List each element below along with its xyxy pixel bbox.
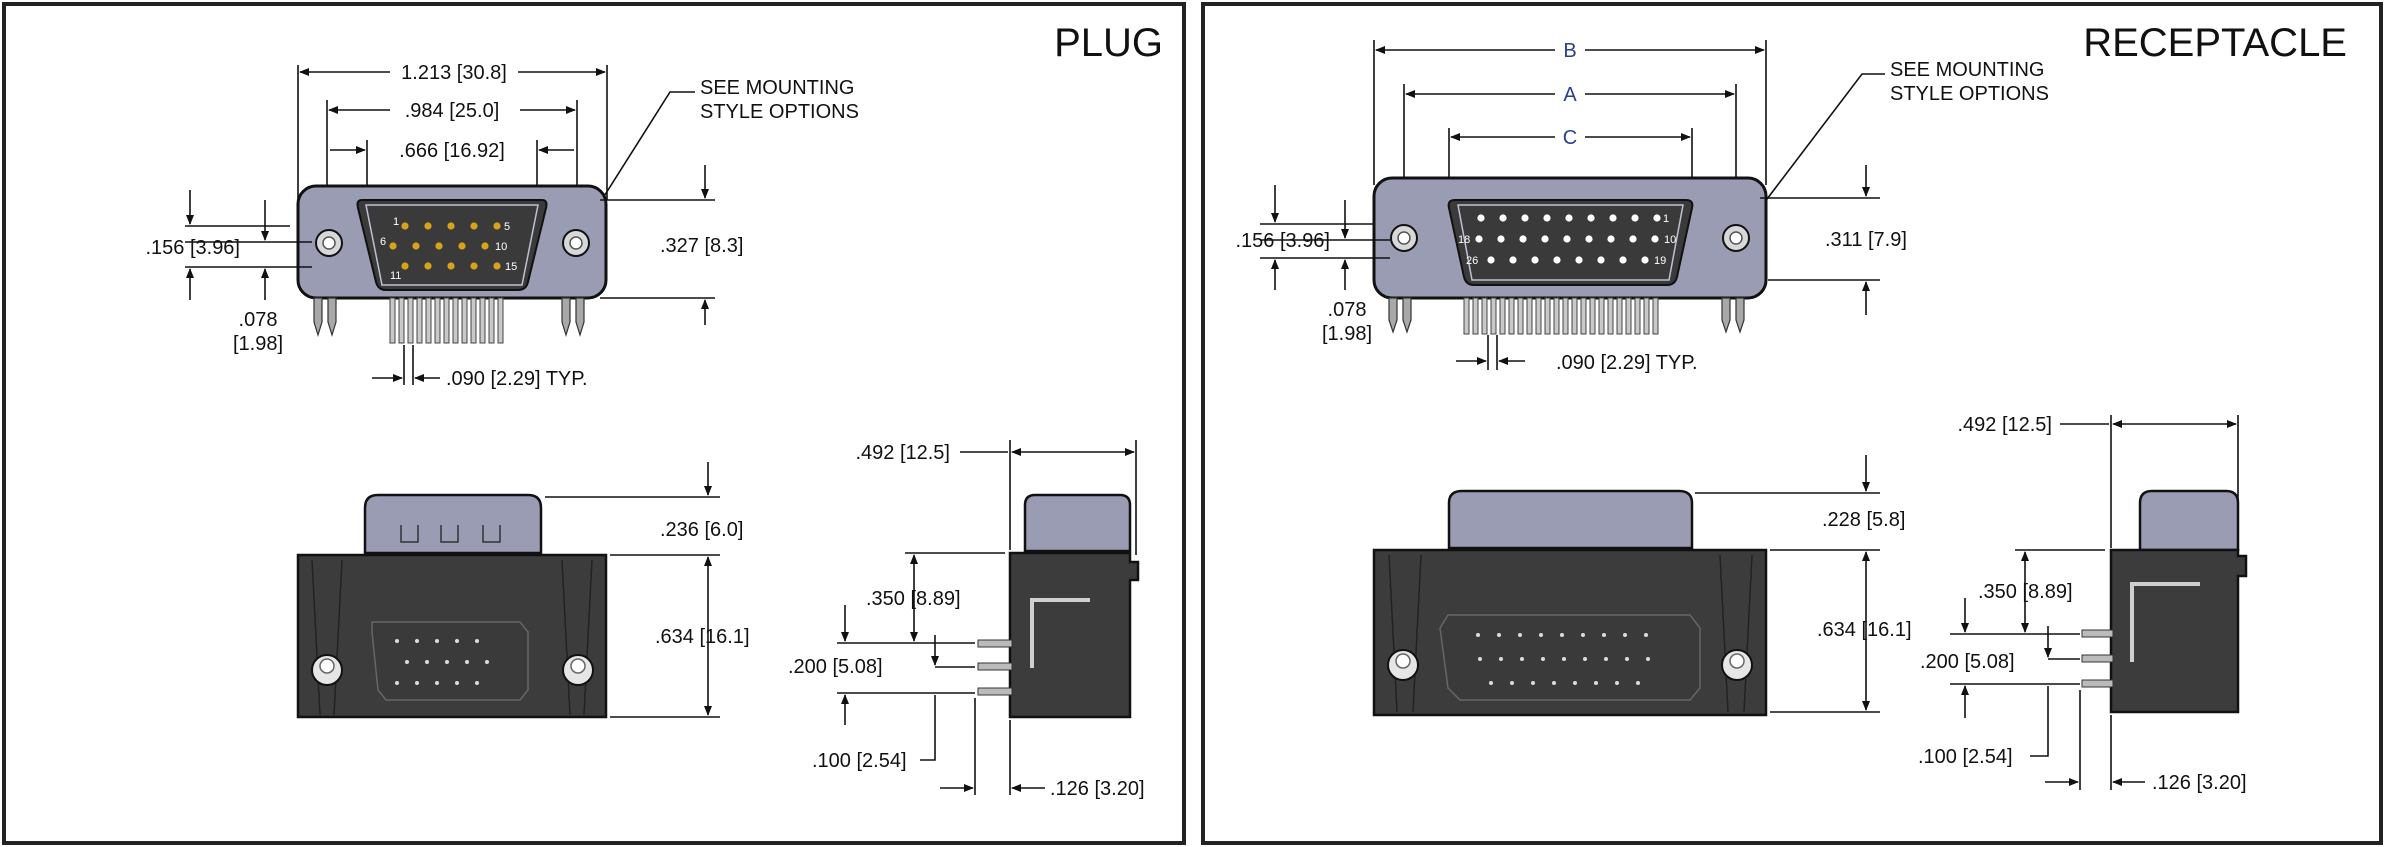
plug-dim-bottom-2: [1.98] bbox=[233, 333, 283, 355]
plug-dim-tail: .126 [3.20] bbox=[1050, 778, 1145, 800]
plug-pin-label-5: 5 bbox=[504, 221, 510, 233]
receptacle-note-line1: SEE MOUNTING bbox=[1890, 59, 2044, 81]
receptacle-dim-body-height: .634 [16.1] bbox=[1817, 619, 1912, 641]
receptacle-pitch-dimension: .090 [2.29] TYP. bbox=[1456, 335, 1698, 374]
receptacle-title: RECEPTACLE bbox=[2083, 21, 2347, 65]
plug-dim-shell: .666 [16.92] bbox=[399, 140, 505, 162]
plug-note-line2: STYLE OPTIONS bbox=[700, 101, 859, 123]
plug-height-dimension: .327 [8.3] bbox=[600, 165, 743, 325]
plug-note-line1: SEE MOUNTING bbox=[700, 77, 854, 99]
receptacle-top-dimensions: B A C bbox=[1373, 40, 1767, 200]
plug-top-view: 1 5 6 10 11 15 bbox=[296, 184, 608, 344]
plug-dim-shell-height: .236 [6.0] bbox=[660, 519, 743, 541]
receptacle-front-dimensions: .228 [5.8] .634 [16.1] bbox=[1695, 455, 1912, 713]
receptacle-side-view bbox=[2081, 489, 2248, 714]
receptacle-top-view: 1 10 18 26 19 bbox=[1372, 176, 1768, 335]
receptacle-dim-row1: .350 [8.89] bbox=[1978, 581, 2073, 603]
plug-dim-overall: 1.213 [30.8] bbox=[401, 62, 507, 84]
plug-front-view bbox=[296, 493, 608, 719]
plug-dim-row2: .200 [5.08] bbox=[788, 656, 883, 678]
plug-title: PLUG bbox=[1054, 21, 1163, 65]
plug-side-dimensions: .492 [12.5] .350 [8.89] .200 [5.08] .100… bbox=[788, 440, 1145, 800]
plug-dim-bottom-1: .078 bbox=[239, 309, 278, 331]
receptacle-dim-shell-height: .228 [5.8] bbox=[1822, 509, 1905, 531]
receptacle-pin-label-10: 10 bbox=[1664, 234, 1676, 246]
receptacle-dim-a: A bbox=[1563, 84, 1577, 106]
plug-dim-row3: .100 [2.54] bbox=[812, 750, 907, 772]
plug-top-dimensions: 1.213 [30.8] .984 [25.0] .666 [16.92] bbox=[297, 62, 608, 200]
receptacle-dim-tail: .126 [3.20] bbox=[2152, 772, 2247, 794]
plug-dim-depth: .492 [12.5] bbox=[855, 442, 950, 464]
receptacle-dim-height: .311 [7.9] bbox=[1825, 229, 1907, 251]
plug-dim-mount: .984 [25.0] bbox=[405, 100, 500, 122]
receptacle-dim-hole-offset: .156 [3.96] bbox=[1235, 230, 1330, 252]
plug-left-dimensions: .156 [3.96] .078 [1.98] bbox=[145, 190, 312, 355]
plug-note-leader bbox=[583, 91, 695, 229]
receptacle-pin-label-26: 26 bbox=[1466, 255, 1478, 267]
receptacle-dim-c: C bbox=[1563, 127, 1577, 149]
plug-pin-label-6: 6 bbox=[380, 236, 386, 248]
receptacle-height-dimension: .311 [7.9] bbox=[1760, 165, 1907, 315]
receptacle-dim-row2: .200 [5.08] bbox=[1920, 651, 2015, 673]
receptacle-note-line2: STYLE OPTIONS bbox=[1890, 83, 2049, 105]
plug-pin-label-1: 1 bbox=[393, 216, 399, 228]
plug-panel-frame bbox=[2, 2, 1186, 845]
receptacle-dim-pitch: .090 [2.29] TYP. bbox=[1556, 352, 1698, 374]
plug-side-view bbox=[977, 493, 1140, 719]
plug-pin-label-15: 15 bbox=[505, 261, 517, 273]
receptacle-side-dimensions: .492 [12.5] .350 [8.89] .200 [5.08] .100… bbox=[1918, 414, 2247, 794]
plug-dim-height: .327 [8.3] bbox=[660, 235, 743, 257]
receptacle-dim-row3: .100 [2.54] bbox=[1918, 746, 2013, 768]
receptacle-panel-frame bbox=[1201, 2, 2383, 845]
receptacle-dim-bottom-2: [1.98] bbox=[1322, 323, 1372, 345]
receptacle-front-view bbox=[1372, 489, 1768, 717]
receptacle-pin-label-1: 1 bbox=[1663, 213, 1669, 225]
plug-dim-pitch: .090 [2.29] TYP. bbox=[446, 368, 588, 390]
plug-dim-row1: .350 [8.89] bbox=[866, 588, 961, 610]
plug-front-dimensions: .236 [6.0] .634 [16.1] bbox=[545, 462, 750, 718]
receptacle-dim-depth: .492 [12.5] bbox=[1957, 414, 2052, 436]
receptacle-pin-label-19: 19 bbox=[1654, 255, 1666, 267]
plug-pitch-dimension: .090 [2.29] TYP. bbox=[372, 345, 588, 390]
receptacle-note-leader bbox=[1744, 73, 1885, 229]
plug-pin-label-11: 11 bbox=[390, 270, 401, 282]
receptacle-left-dimensions: .156 [3.96] .078 [1.98] bbox=[1235, 185, 1390, 345]
plug-dim-hole-offset: .156 [3.96] bbox=[145, 237, 240, 259]
receptacle-dim-b: B bbox=[1563, 40, 1576, 62]
plug-dim-body-height: .634 [16.1] bbox=[655, 626, 750, 648]
receptacle-dim-bottom-1: .078 bbox=[1328, 299, 1367, 321]
receptacle-pin-label-18: 18 bbox=[1458, 234, 1470, 246]
plug-pin-label-10: 10 bbox=[495, 241, 507, 253]
